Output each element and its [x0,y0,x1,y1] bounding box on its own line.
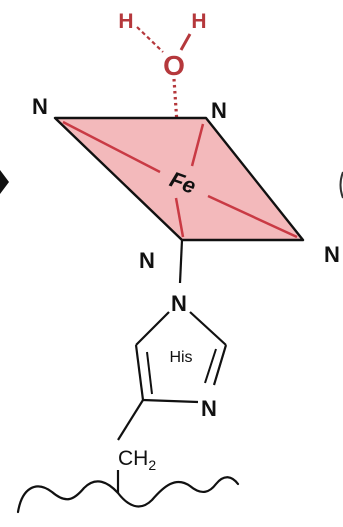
left-arrow-fragment [0,170,9,194]
fe-his-axial-bond [178,239,184,284]
right-bracket-fragment [339,171,343,199]
fe-n-bond-bottom-left [174,197,185,238]
ring-bond-c5-c4-double [146,351,153,395]
his-ring-label: His [169,349,192,366]
ring-bond-c2-n3 [212,344,228,386]
water-bond-right [179,33,192,51]
ring-bond-n1-c5 [135,311,170,346]
nitrogen-right: N [324,242,340,267]
histidine-residue: N His N CH2 [116,291,228,493]
nitrogen-top-left: N [32,94,48,119]
water-bond-left [136,26,164,53]
ring-bond-c5-c4 [134,344,145,401]
water-hydrogen-right: H [191,10,206,33]
methylene-subscript: 2 [148,457,156,473]
nitrogen-bottom-left: N [139,248,155,273]
water-oxygen: O [163,50,185,81]
ring-bond-n3-c4 [142,398,199,404]
ring-bond-c2-n3-double [204,348,217,384]
fe-n-bond-top-left [62,120,161,174]
ring-to-ch2-bond [117,399,144,441]
his-ring-nitrogen-bottom: N [201,396,217,421]
water-molecule: H H O [118,10,207,169]
fe-n-bond-top-right [190,123,205,167]
heme-plane: Fe N N N N [32,94,340,273]
his-ring-nitrogen-top: N [171,291,187,316]
methylene-label: CH2 [118,447,156,473]
fe-n-bond-right [207,194,298,239]
water-hydrogen-left: H [118,10,133,33]
nitrogen-top-right: N [211,98,227,123]
methylene-ch: CH [118,447,148,470]
ring-bond-n1-c2 [189,311,227,346]
protein-backbone [16,476,240,514]
